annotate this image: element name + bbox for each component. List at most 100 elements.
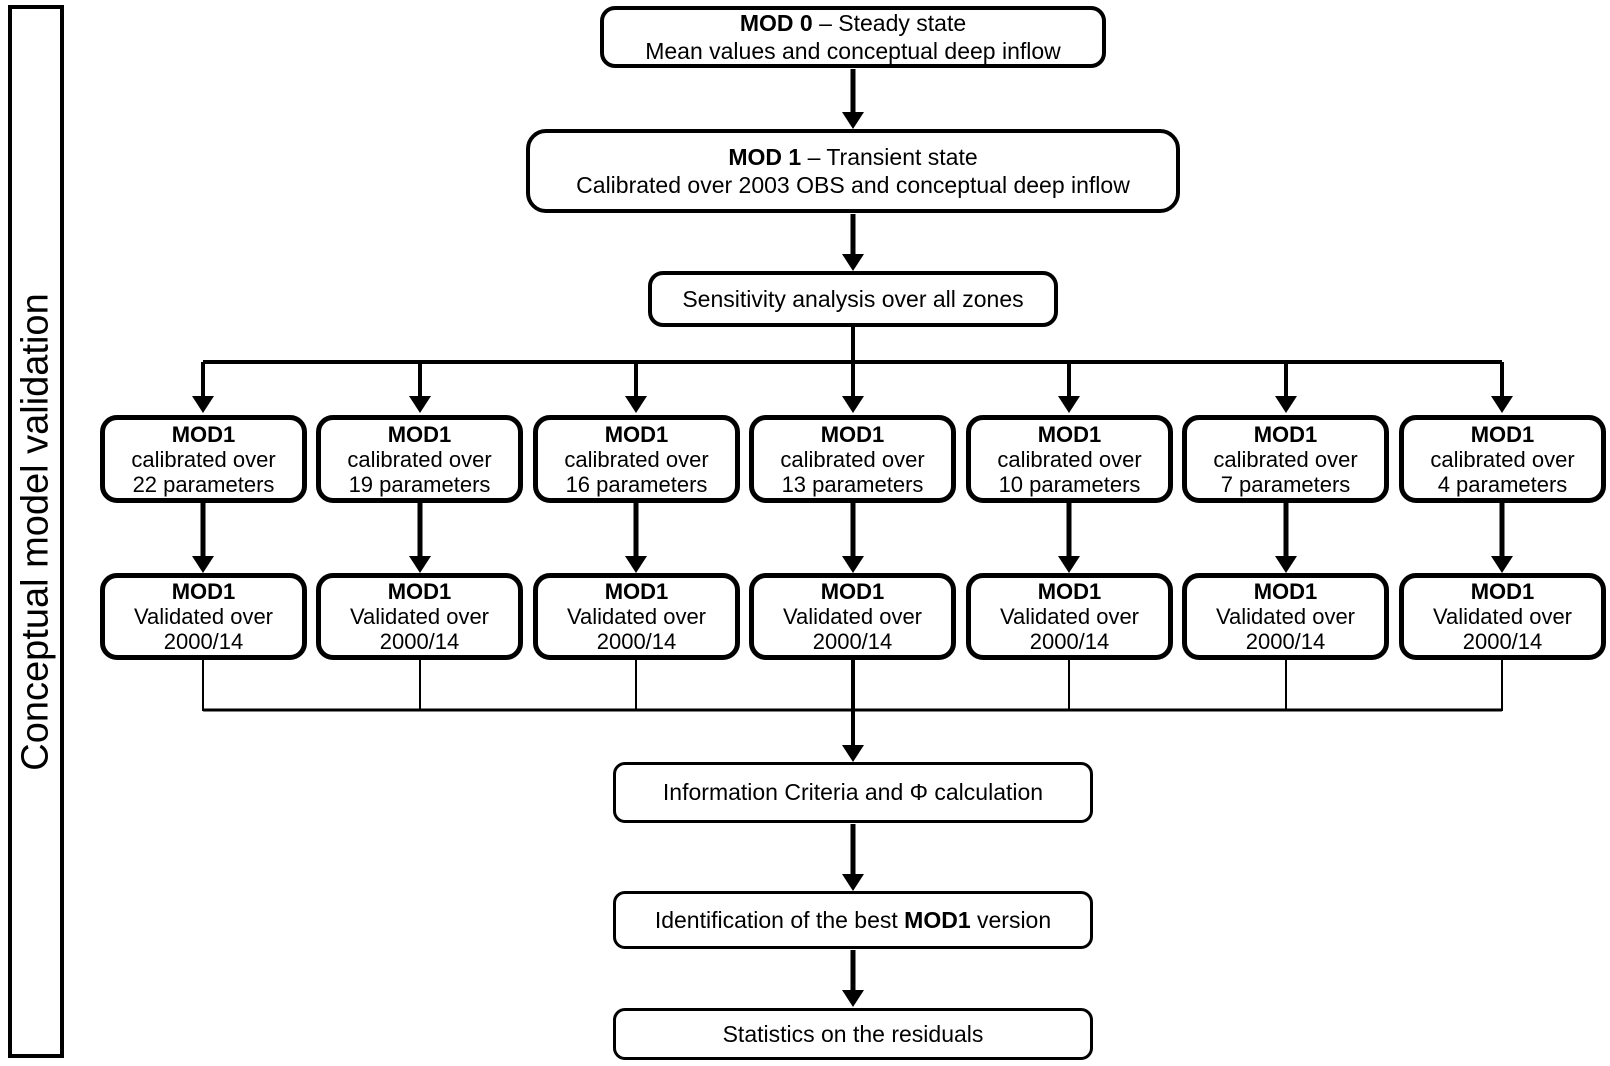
- node-mod1-title: MOD 1 – Transient state: [728, 143, 977, 171]
- arrowhead-icon: [409, 396, 431, 413]
- box-title: MOD1: [387, 579, 452, 604]
- node-mod1-title-rest: – Transient state: [801, 144, 978, 170]
- box-line3: 2000/14: [1029, 629, 1110, 654]
- node-validated-1: MOD1 Validated over 2000/14: [100, 573, 307, 660]
- node-calibrated-22: MOD1 calibrated over 22 parameters: [100, 415, 307, 503]
- box-line2: Validated over: [1215, 604, 1355, 629]
- node-mod0-title-bold: MOD 0: [739, 10, 813, 36]
- arrowhead-icon: [192, 396, 214, 413]
- node-mod0-title-rest: – Steady state: [812, 10, 967, 36]
- box-title: MOD1: [1253, 579, 1318, 604]
- node-information-criteria: Information Criteria and Φ calculation: [613, 762, 1093, 823]
- arrowhead-icon: [625, 396, 647, 413]
- box-line3: 13 parameters: [781, 471, 924, 497]
- node-sensitivity: Sensitivity analysis over all zones: [648, 271, 1058, 327]
- node-calibrated-7: MOD1 calibrated over 7 parameters: [1182, 415, 1389, 503]
- box-title: MOD1: [1037, 421, 1102, 447]
- sidebar-label: Conceptual model validation: [14, 292, 57, 771]
- node-identification: Identification of the best MOD1 version: [613, 891, 1093, 949]
- arrowhead-icon: [1491, 396, 1513, 413]
- arrows-calibrated-to-validated: [192, 503, 1513, 573]
- arrowhead-icon: [842, 990, 864, 1007]
- box-line2: calibrated over: [1430, 446, 1575, 472]
- arrowhead-icon: [1058, 396, 1080, 413]
- box-line2: calibrated over: [997, 446, 1142, 472]
- node-statistics-label: Statistics on the residuals: [722, 1020, 984, 1047]
- arrow-mod0-to-mod1: [842, 69, 864, 129]
- arrowhead-icon: [1491, 556, 1513, 573]
- node-sensitivity-label: Sensitivity analysis over all zones: [682, 286, 1024, 312]
- arrowhead-icon: [842, 396, 864, 413]
- box-line2: Validated over: [349, 604, 489, 629]
- box-line2: Validated over: [566, 604, 706, 629]
- box-title: MOD1: [820, 421, 885, 447]
- node-validated-4: MOD1 Validated over 2000/14: [749, 573, 956, 660]
- arrow-identification-to-statistics: [842, 950, 864, 1007]
- box-line2: calibrated over: [131, 446, 276, 472]
- node-calibrated-4: MOD1 calibrated over 4 parameters: [1399, 415, 1606, 503]
- fanout-distribution: [192, 327, 1513, 413]
- node-calibrated-16: MOD1 calibrated over 16 parameters: [533, 415, 740, 503]
- box-line2: Validated over: [999, 604, 1139, 629]
- arrowhead-icon: [625, 556, 647, 573]
- node-validated-5: MOD1 Validated over 2000/14: [966, 573, 1173, 660]
- box-line2: Validated over: [133, 604, 273, 629]
- node-mod1-subtitle: Calibrated over 2003 OBS and conceptual …: [576, 172, 1130, 198]
- identification-prefix: Identification of the best: [654, 906, 905, 933]
- box-line3: 7 parameters: [1220, 471, 1351, 497]
- box-title: MOD1: [1037, 579, 1102, 604]
- box-line2: calibrated over: [1213, 446, 1358, 472]
- box-title: MOD1: [820, 579, 885, 604]
- arrow-mod1-to-sensitivity: [842, 214, 864, 271]
- fanin-collector: [202, 660, 1503, 762]
- box-line3: 2000/14: [163, 629, 244, 654]
- node-calibrated-19: MOD1 calibrated over 19 parameters: [316, 415, 523, 503]
- box-title: MOD1: [1470, 579, 1535, 604]
- box-title: MOD1: [604, 421, 669, 447]
- box-line2: calibrated over: [347, 446, 492, 472]
- box-title: MOD1: [387, 421, 452, 447]
- box-line2: Validated over: [1432, 604, 1572, 629]
- arrowhead-icon: [842, 112, 864, 129]
- arrowhead-icon: [409, 556, 431, 573]
- arrowhead-icon: [1275, 556, 1297, 573]
- arrowhead-icon: [1058, 556, 1080, 573]
- node-information-criteria-label: Information Criteria and Φ calculation: [662, 779, 1044, 805]
- node-validated-2: MOD1 Validated over 2000/14: [316, 573, 523, 660]
- box-line3: 2000/14: [379, 629, 460, 654]
- box-line2: calibrated over: [564, 446, 709, 472]
- node-calibrated-13: MOD1 calibrated over 13 parameters: [749, 415, 956, 503]
- arrowhead-icon: [842, 556, 864, 573]
- node-validated-6: MOD1 Validated over 2000/14: [1182, 573, 1389, 660]
- node-validated-3: MOD1 Validated over 2000/14: [533, 573, 740, 660]
- arrow-information-to-identification: [842, 824, 864, 891]
- box-title: MOD1: [171, 421, 236, 447]
- box-line3: 10 parameters: [998, 471, 1141, 497]
- box-title: MOD1: [604, 579, 669, 604]
- node-mod0-subtitle: Mean values and conceptual deep inflow: [645, 38, 1061, 64]
- box-line2: Validated over: [782, 604, 922, 629]
- node-validated-7: MOD1 Validated over 2000/14: [1399, 573, 1606, 660]
- identification-suffix: version: [970, 906, 1052, 933]
- box-title: MOD1: [1470, 421, 1535, 447]
- node-mod0: MOD 0 – Steady state Mean values and con…: [600, 6, 1106, 68]
- node-identification-label: Identification of the best MOD1 version: [655, 907, 1051, 934]
- box-line3: 2000/14: [596, 629, 677, 654]
- box-title: MOD1: [171, 579, 236, 604]
- arrowhead-icon: [842, 254, 864, 271]
- identification-bold: MOD1: [904, 906, 971, 933]
- sidebar-label-box: Conceptual model validation: [8, 5, 64, 1058]
- arrowhead-icon: [842, 874, 864, 891]
- box-line3: 2000/14: [1245, 629, 1326, 654]
- arrowhead-icon: [842, 745, 864, 762]
- node-mod1-title-bold: MOD 1: [728, 144, 802, 170]
- box-line3: 16 parameters: [565, 471, 708, 497]
- box-line3: 2000/14: [812, 629, 893, 654]
- box-line3: 2000/14: [1462, 629, 1543, 654]
- box-line3: 4 parameters: [1437, 471, 1568, 497]
- arrowhead-icon: [192, 556, 214, 573]
- node-mod0-title: MOD 0 – Steady state: [740, 9, 966, 37]
- node-calibrated-10: MOD1 calibrated over 10 parameters: [966, 415, 1173, 503]
